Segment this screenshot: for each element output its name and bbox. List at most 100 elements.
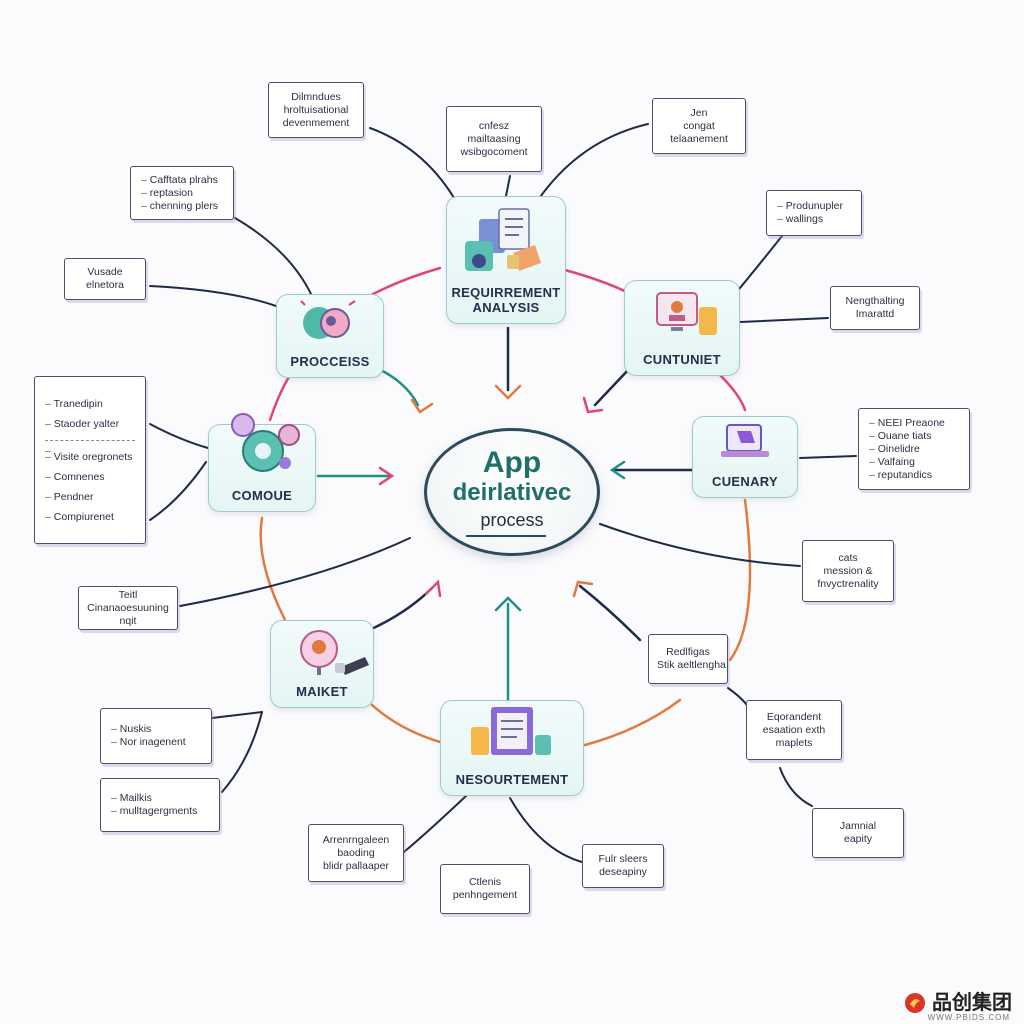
- link-n7: [739, 317, 829, 323]
- note-line: Arrenrngaleen: [322, 833, 390, 846]
- note-line: Staoder yalter: [45, 414, 135, 434]
- note-line: Pendner: [45, 487, 135, 507]
- note-line: Produnupler: [777, 200, 851, 213]
- note-left-lower: Teitl Cinanaoesuuning nqit: [78, 586, 178, 630]
- node-label: MAIKET: [296, 684, 348, 699]
- ring-arc-left-lower: [259, 516, 287, 622]
- link-n2: [505, 175, 511, 197]
- note-bottom-center-right: Fulr sleers deseapiny: [582, 844, 664, 888]
- node-maiket[interactable]: MAIKET: [270, 620, 374, 708]
- laptop-icon: [721, 424, 769, 457]
- note-line: baoding: [337, 846, 375, 859]
- note-line: reptasion: [141, 187, 223, 200]
- documents-icon: [465, 208, 541, 271]
- note-upper-right: Produnupler wallings: [766, 190, 862, 236]
- link-n3: [537, 123, 649, 201]
- note-line: cats: [838, 551, 858, 564]
- note-bottom-right-1: Eqorandent esaation exth maplets: [746, 700, 842, 760]
- note-line: telaanement: [670, 132, 728, 145]
- node-cuntuniet[interactable]: CUNTUNIET: [624, 280, 740, 376]
- ring-arc-right-lower: [728, 498, 752, 662]
- note-bottom-right-2: Jamnial eapity: [812, 808, 904, 858]
- note-left-list: Tranedipin Staoder yalter Visite oregron…: [34, 376, 146, 544]
- note-lower-right-small: Redlfigas Stik aeltlengha: [648, 634, 728, 684]
- note-top-center: cnfesz mailtaasing wsibgocoment: [446, 106, 542, 172]
- note-line: cnfesz: [478, 119, 510, 132]
- ring-arc-bottom-right: [583, 698, 682, 747]
- node-cuenary[interactable]: CUENARY: [692, 416, 798, 498]
- note-line: Compiurenet: [45, 507, 135, 527]
- note-line: Imarattd: [855, 308, 895, 320]
- note-line: penhngement: [452, 889, 518, 901]
- link-n11: [599, 523, 801, 567]
- note-line: Vusade: [87, 266, 123, 278]
- node-processs[interactable]: PROCCEISS: [276, 294, 384, 378]
- monitor-icon: [656, 292, 717, 335]
- note-line: Redlfigas: [666, 646, 710, 658]
- note-top-right: Jen congat telaanement: [652, 98, 746, 154]
- note-line: Cafftata plrahs: [141, 174, 223, 187]
- note-line: Dilmndues: [291, 90, 341, 103]
- spoke-lower-right: [578, 584, 642, 642]
- note-line: wsibgocoment: [460, 145, 528, 158]
- arrow-comoue: [378, 466, 395, 486]
- note-line: congat: [683, 119, 715, 132]
- center-title-line-3: process: [480, 510, 544, 530]
- note-right-lower: cats mession & fnvyctrenality: [802, 540, 894, 602]
- note-line: Nuskis: [111, 723, 201, 736]
- link-n18: [779, 767, 813, 807]
- arrow-processs: [410, 398, 434, 414]
- node-comoue[interactable]: COMOUE: [208, 413, 316, 512]
- note-line: blidr pallaaper: [323, 859, 389, 872]
- note-top-left: Dilmndues hroltuisational devenmement: [268, 82, 364, 138]
- note-separator: [45, 439, 135, 441]
- link-n8a: [149, 423, 209, 449]
- link-n10: [179, 537, 411, 607]
- link-n6: [149, 285, 277, 307]
- location-search-icon: [300, 630, 369, 675]
- clipboard-icon: [471, 707, 551, 755]
- note-line: Nor inagenent: [111, 736, 201, 749]
- note-line: deseapiny: [599, 866, 647, 878]
- link-n9: [799, 455, 857, 459]
- center-title-line-1: App: [482, 446, 542, 479]
- note-line: Comnenes: [45, 467, 135, 487]
- note-line: Visite oregronets: [45, 447, 135, 467]
- link-n15: [221, 711, 263, 793]
- note-line: Fulr sleers: [598, 853, 648, 865]
- note-line: Teitl: [118, 588, 138, 601]
- note-line: esaation exth: [762, 723, 826, 736]
- note-line: devenmement: [282, 116, 350, 129]
- note-bottom-center-left: Arrenrngaleen baoding blidr pallaaper: [308, 824, 404, 882]
- link-n16: [403, 795, 467, 853]
- note-line: Jen: [690, 106, 708, 119]
- note-line: Ctlenis: [468, 876, 502, 888]
- arrow-cuenary: [609, 460, 626, 480]
- link-n8b: [149, 461, 207, 521]
- center-underline: [466, 535, 546, 537]
- note-line: Jamnial: [839, 820, 877, 832]
- note-line: Oinelidre: [869, 443, 959, 456]
- arrow-maiket: [424, 579, 442, 598]
- note-line: maplets: [775, 736, 813, 749]
- note-line: fnvyctrenality: [817, 577, 879, 590]
- node-label: PROCCEISS: [290, 354, 370, 369]
- note-line: mailtaasing: [467, 132, 521, 145]
- arrow-lower-right: [572, 580, 594, 598]
- note-upper-left: Cafftata plrahs reptasion chenning plers: [130, 166, 234, 220]
- node-label: NESOURTEMENT: [455, 772, 569, 787]
- link-n13: [211, 711, 263, 719]
- note-line: Ouane tiats: [869, 430, 959, 443]
- node-nesourtement[interactable]: NESOURTEMENT: [440, 700, 584, 796]
- center-node[interactable]: App deirlativec process: [424, 428, 600, 556]
- note-line: Stik aeltlengha: [657, 659, 726, 671]
- link-n17: [509, 797, 583, 863]
- note-bottom-left-2: Mailkis mulltagergments: [100, 778, 220, 832]
- note-line: chenning plers: [141, 200, 223, 213]
- note-line: eapity: [843, 833, 873, 845]
- note-line: nqit: [119, 614, 137, 627]
- note-line: mulltagergments: [111, 805, 209, 818]
- node-label: COMOUE: [231, 488, 293, 503]
